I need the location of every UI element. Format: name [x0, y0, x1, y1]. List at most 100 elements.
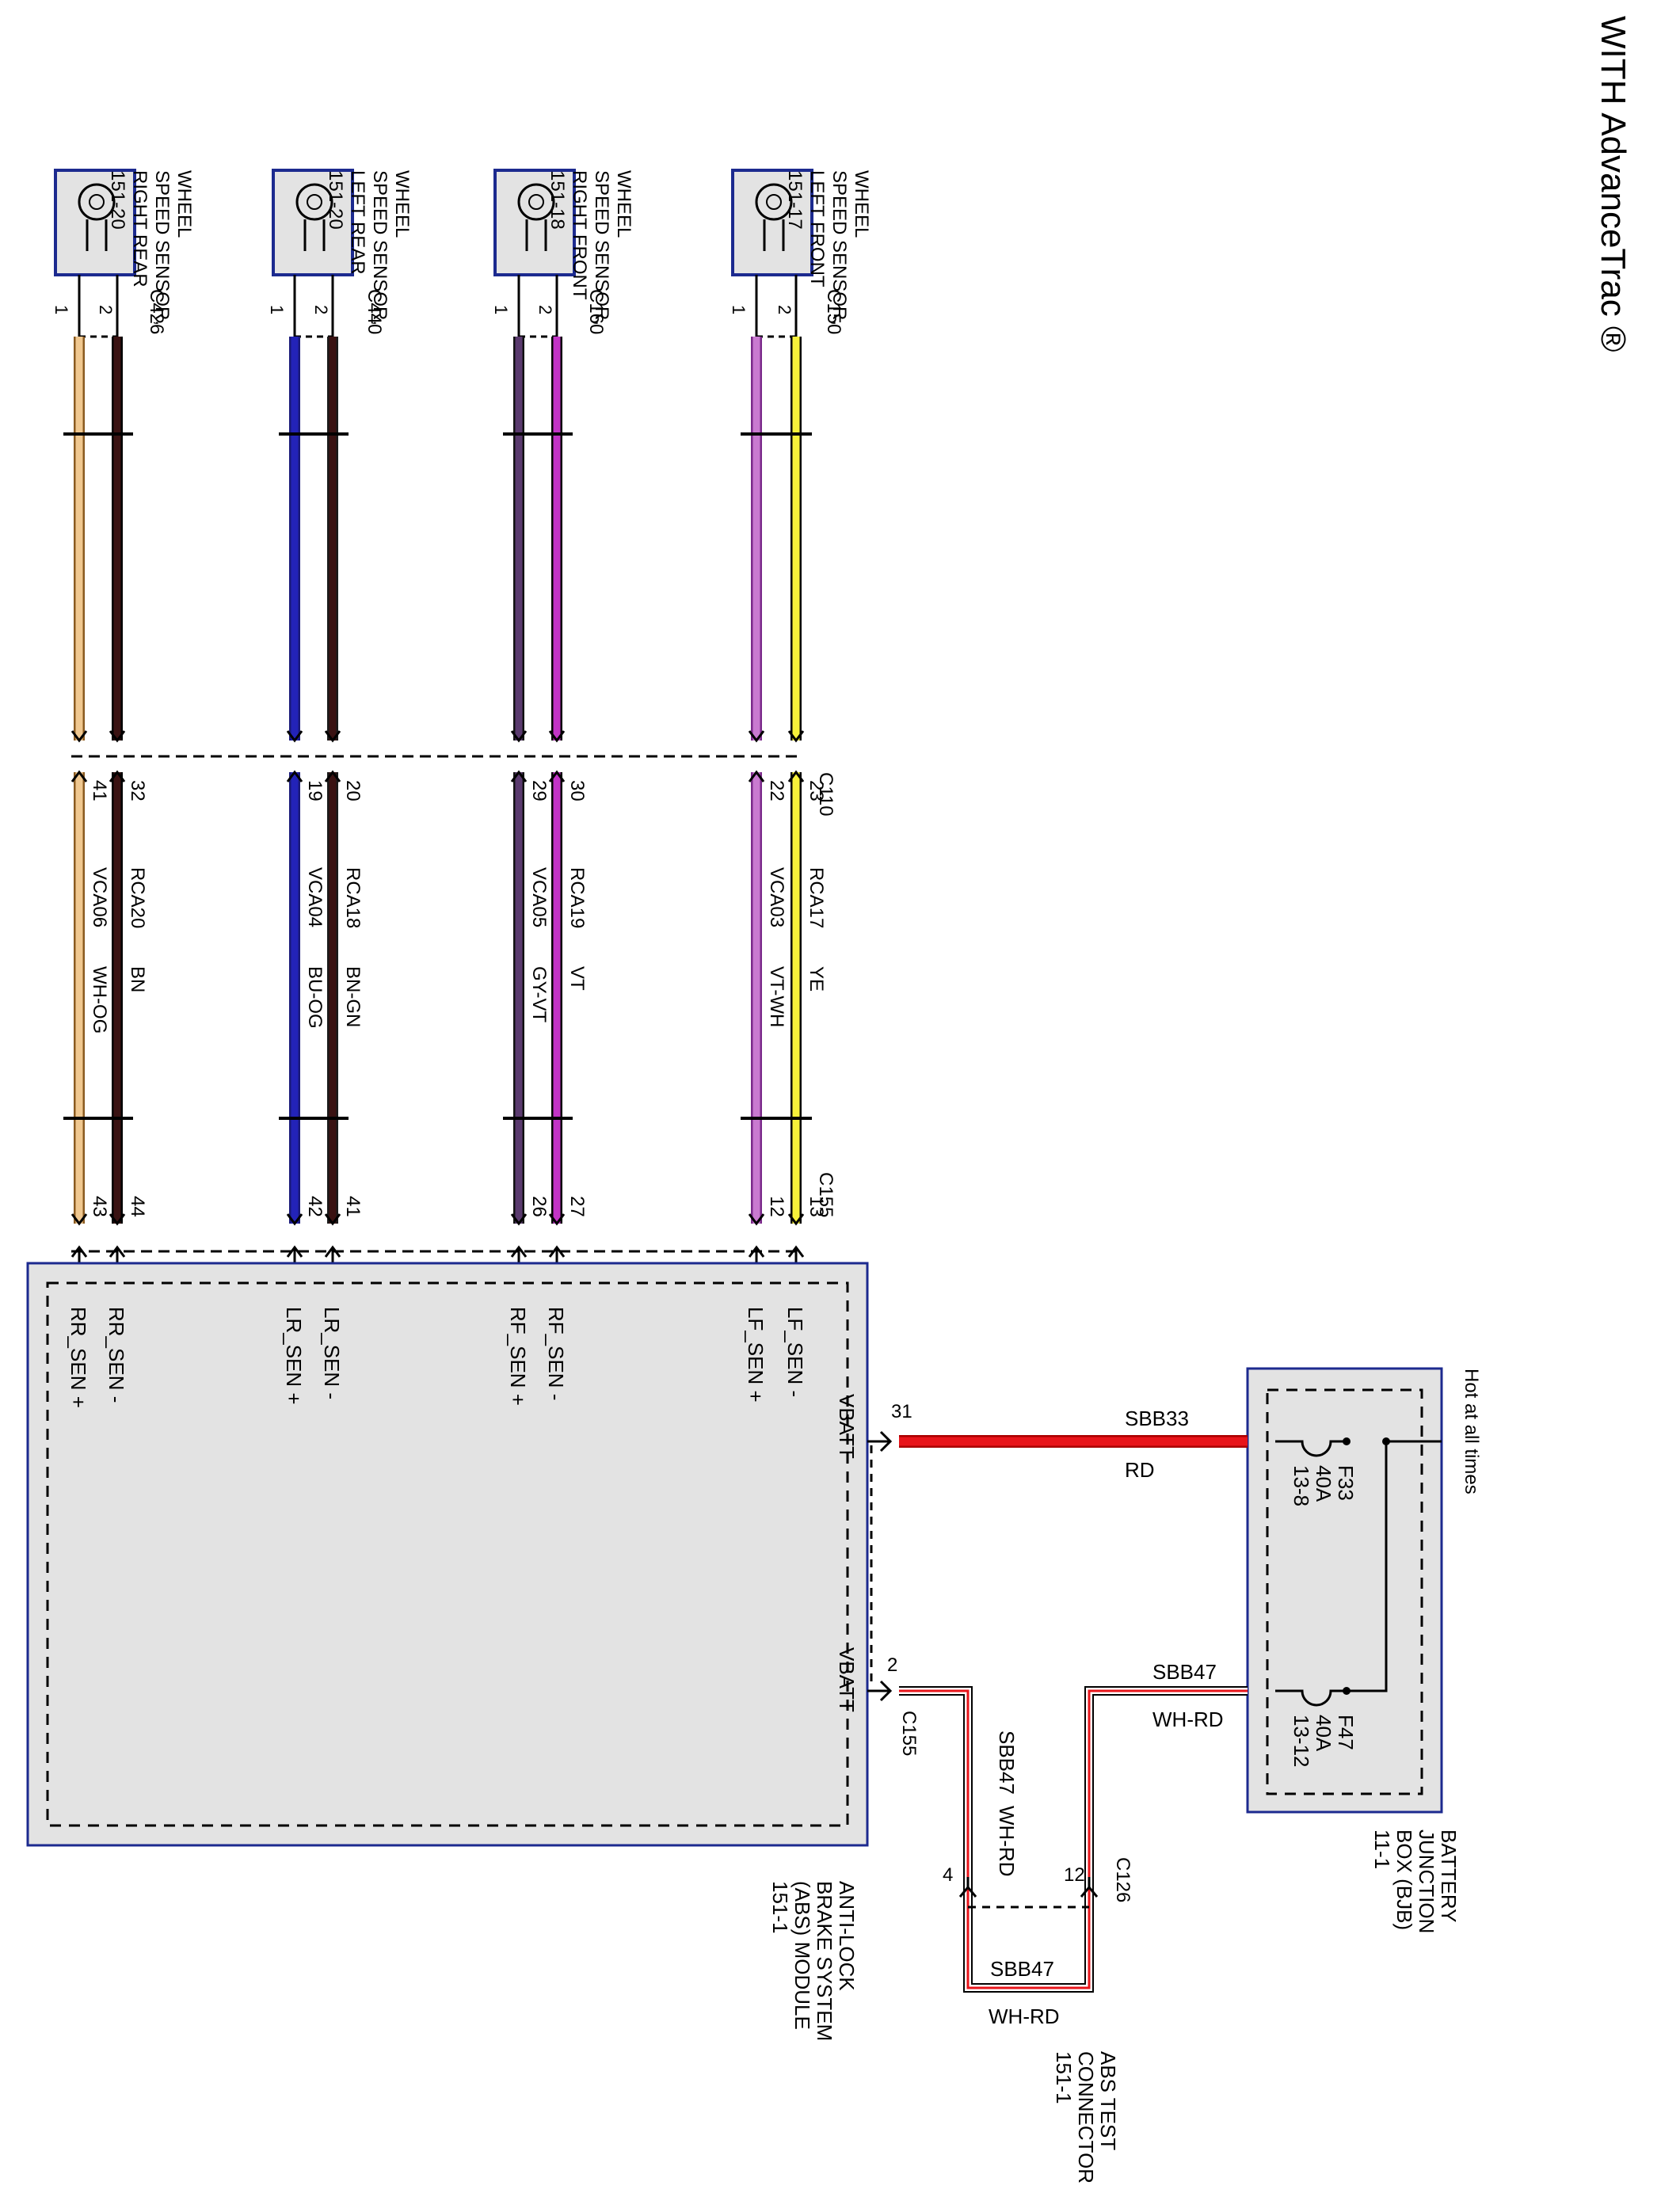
abs-module-inner-box: [46, 1281, 849, 1827]
sbb47-top-circuit-label: SBB47: [1152, 1660, 1217, 1684]
fuse-rating: 40A: [1312, 1715, 1335, 1752]
terminal-arrow-icon: [324, 1213, 341, 1226]
wire-circuit-label: VCA06: [89, 867, 110, 927]
wire-color-label: GY-VT: [528, 966, 550, 1022]
fuse-terminal: [1343, 1437, 1351, 1445]
sensor-pin-2: 2: [311, 305, 331, 314]
sbb47-bottom-color-label: WH-RD: [989, 2005, 1060, 2028]
sbb47-side-circuit-label: SBB47: [995, 1730, 1019, 1795]
wire-circuit-label: RCA17: [806, 867, 827, 928]
gear-icon: [78, 183, 116, 221]
wire-circuit-label: RCA18: [342, 867, 364, 928]
sensor-pin-2: 2: [96, 305, 116, 314]
bjb-name-line: BATTERY: [1437, 1829, 1461, 1923]
abs-pin-label: LF_SEN +: [744, 1307, 768, 1403]
wire-color-label: VT-WH: [766, 966, 787, 1027]
c110-pin-label: 41: [89, 780, 110, 801]
sensor-connector-label: C150: [823, 289, 844, 334]
sensor-name-line: WHEEL: [613, 170, 634, 238]
c155-pin-label: 44: [127, 1196, 148, 1217]
sensor-box: [731, 169, 813, 276]
c110-pin-label: 20: [342, 780, 364, 801]
c110-pin-label: 29: [528, 780, 550, 801]
abs-pin-label: LR_SEN +: [282, 1307, 306, 1405]
terminal-arrow-icon: [748, 770, 765, 782]
fuse-id: F47: [1334, 1715, 1358, 1750]
c155-pin-label: 13: [806, 1196, 827, 1217]
wire-color-label: BU-OG: [304, 966, 326, 1029]
abs-module-name-line: 151-1: [768, 1881, 792, 1934]
sbb33-color-label: RD: [1125, 1458, 1155, 1482]
c110-pin-label: 30: [566, 780, 588, 801]
sensor-pin-2: 2: [535, 305, 555, 314]
sensor-name-line: WHEEL: [391, 170, 413, 238]
page-title: WITH AdvanceTrac ®: [1594, 16, 1632, 352]
c110-label: C110: [815, 772, 836, 817]
wire-circuit-label: VCA05: [528, 867, 550, 927]
sensor-name-line: 151-20: [107, 170, 128, 230]
terminal-arrow-icon: [70, 770, 88, 782]
sbb47-wire-b-stripe: [966, 1897, 1091, 1989]
c110-pin-label: 19: [304, 780, 326, 801]
terminal-arrow-icon: [548, 730, 566, 743]
abs-module: LF_SEN -LF_SEN +RF_SEN -RF_SEN +LR_SEN -…: [26, 1262, 873, 2041]
abs-pin-label: LR_SEN -: [320, 1307, 344, 1399]
terminal-arrow-icon: [109, 730, 126, 743]
sensor-name-line: 151-18: [547, 170, 568, 230]
sensor-name-line: SPEED SENSOR,: [151, 170, 173, 326]
abs-module-box: [26, 1262, 869, 1847]
bjb-name-line: BOX (BJB): [1392, 1829, 1416, 1930]
c155-pin-label: 26: [528, 1196, 550, 1217]
c110-pin-label: 23: [806, 780, 827, 801]
terminal-arrow-icon: [510, 770, 528, 782]
terminal-arrow-icon: [286, 1213, 303, 1226]
sensor-name-line: RIGHT REAR: [129, 170, 150, 287]
wire-circuit-label: VCA03: [766, 867, 787, 927]
c110-pin-label: 32: [127, 780, 148, 801]
gear-hub-icon: [766, 194, 782, 210]
terminal-arrow-icon: [286, 770, 303, 782]
coil-icon: [525, 219, 547, 251]
wire-circuit-label: RCA19: [566, 867, 588, 928]
vbatt-1-pin: 31: [891, 1401, 912, 1422]
coil-icon: [86, 219, 108, 251]
sensor-pin-1: 1: [51, 305, 71, 314]
sensor-name-line: 151-20: [325, 170, 346, 230]
terminal-arrow-icon: [748, 1213, 765, 1226]
power-wires: SBB33RD312C155SBB47WH-RDSBB47WH-RDSBB47W…: [867, 1401, 1248, 2028]
sbb47-bottom-circuit-label: SBB47: [990, 1957, 1054, 1981]
abs-vbatt-1-label: VBATT: [835, 1394, 859, 1459]
fuse-ref: 13-12: [1290, 1715, 1313, 1768]
gear-icon: [517, 183, 555, 221]
terminal-arrow-icon: [324, 730, 341, 743]
sensor-connector-label: C160: [585, 289, 607, 334]
gear-hub-icon: [307, 194, 322, 210]
gear-icon: [295, 183, 333, 221]
abs-module-name-line: BRAKE SYSTEM: [813, 1881, 836, 2041]
wire-color-label: VT: [566, 966, 588, 991]
fuse-ref: 13-8: [1290, 1465, 1313, 1506]
bjb-name-line: 11-1: [1370, 1829, 1394, 1869]
sensor-box: [272, 169, 354, 276]
abs-test-pin_a: 12: [1064, 1864, 1085, 1886]
terminal-arrow-icon: [548, 1213, 566, 1226]
fuse-terminal: [1343, 1687, 1351, 1695]
sensor-name-line: SPEED SENSOR,: [591, 170, 612, 326]
terminal-arrow-icon: [70, 1213, 88, 1226]
sbb47-top-color-label: WH-RD: [1152, 1708, 1224, 1731]
coil-icon: [763, 219, 785, 251]
abs-pin-label: RR_SEN -: [105, 1307, 128, 1403]
sensor-name-line: SPEED SENSOR,: [829, 170, 850, 326]
terminal-arrow-icon: [748, 730, 765, 743]
c155-pin-label: 42: [304, 1196, 326, 1217]
wire-circuit-label: VCA04: [304, 867, 326, 927]
coil-icon: [303, 219, 326, 251]
bjb-hot-label: Hot at all times: [1461, 1369, 1482, 1494]
sensor-name-line: WHEEL: [851, 170, 872, 238]
